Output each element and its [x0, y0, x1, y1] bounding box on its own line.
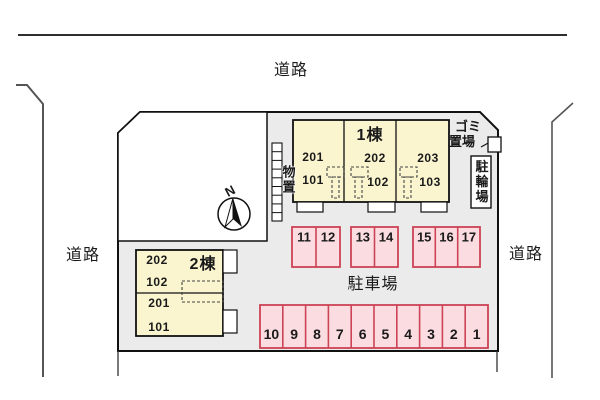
- building-1-room-101: 101: [302, 173, 324, 187]
- compass-icon: [217, 197, 251, 231]
- garbage-area-shape: [487, 136, 502, 153]
- road-line-right: [551, 102, 574, 378]
- building-2-room-101: 101: [148, 320, 170, 334]
- parking-space-12: 12: [320, 229, 336, 245]
- road-label-left: 道路: [65, 247, 101, 264]
- building-2-room-201: 201: [148, 296, 170, 310]
- parking-space-8: 8: [313, 326, 321, 342]
- building-1-title: 1棟: [356, 127, 384, 144]
- bicycle-parking-label: 駐輪場: [473, 159, 489, 205]
- building-1-room-201: 201: [302, 150, 324, 164]
- building-1-porch-1: [296, 201, 324, 213]
- parking-space-10: 10: [263, 326, 280, 342]
- parking-space-16: 16: [439, 229, 454, 245]
- parking-space-7: 7: [335, 326, 344, 342]
- parking-space-9: 9: [290, 326, 299, 342]
- parking-space-13: 13: [355, 229, 371, 245]
- parking-space-17: 17: [461, 229, 477, 245]
- parking-space-2: 2: [449, 326, 458, 342]
- building-1-room-202: 202: [364, 151, 386, 165]
- road-label-right: 道路: [508, 246, 544, 263]
- parking-space-6: 6: [358, 326, 367, 342]
- parking-space-14: 14: [378, 229, 394, 245]
- parking-space-11: 11: [297, 229, 311, 245]
- building-1-room-102: 102: [367, 175, 389, 189]
- parking-middle-row-shapes: [291, 226, 481, 268]
- road-line-left: [16, 84, 44, 377]
- parking-space-5: 5: [381, 326, 390, 342]
- building-1-room-203: 203: [417, 151, 439, 165]
- bicycle-parking-shape: [470, 155, 492, 209]
- building-1-room-103: 103: [419, 175, 441, 189]
- building-1-porch-3: [420, 201, 448, 213]
- parking-area-label: 駐車場: [347, 276, 399, 293]
- garbage-label-line1: ゴミ: [455, 119, 482, 134]
- building-2-porch-2: [222, 309, 238, 334]
- parking-space-1: 1: [472, 326, 481, 342]
- parking-space-15: 15: [416, 229, 432, 245]
- building-2-stairs: [181, 280, 224, 303]
- storage-shed-shape: [271, 142, 283, 222]
- building-2-room-102: 102: [146, 275, 168, 289]
- building-2-title: 2棟: [189, 256, 217, 273]
- building-1-stairs: [326, 166, 418, 199]
- building-2-room-202: 202: [146, 253, 168, 267]
- parking-space-3: 3: [427, 326, 435, 342]
- building-1-porch-2: [367, 201, 396, 213]
- storage-label: 物置: [280, 165, 296, 195]
- road-label-top: 道路: [273, 62, 309, 79]
- garbage-label: ゴミ 置場: [449, 119, 482, 150]
- building-2-porch-1: [222, 249, 238, 274]
- parking-bottom-row-shapes: [259, 304, 489, 349]
- garbage-label-line2: 置場: [449, 133, 476, 149]
- parking-space-4: 4: [404, 326, 413, 342]
